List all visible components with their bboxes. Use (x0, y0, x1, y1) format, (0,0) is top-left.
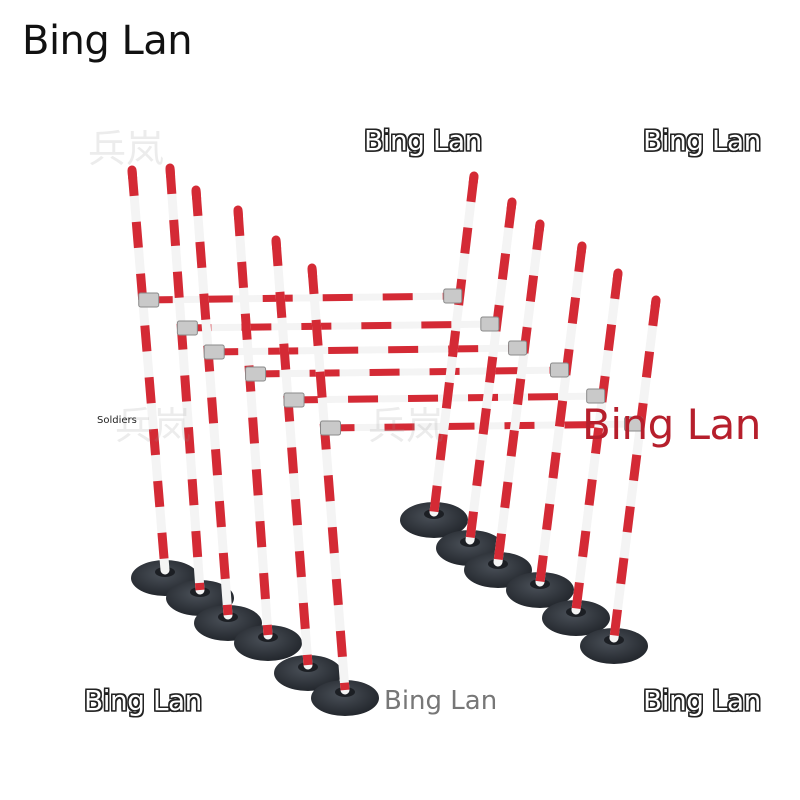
striped-pole (165, 163, 205, 595)
brand-title: Bing Lan (22, 18, 193, 64)
striped-pole (233, 205, 273, 640)
weighted-base (274, 655, 342, 691)
weighted-base (580, 628, 648, 664)
bar-clamp (203, 344, 225, 360)
striped-pole (609, 295, 661, 643)
weighted-base (311, 680, 379, 716)
bar-clamp (508, 340, 528, 356)
crossbar (204, 344, 529, 356)
crossbar (139, 292, 464, 304)
left-pole-1 (127, 165, 199, 596)
striped-pole (271, 235, 313, 670)
striped-pole (493, 219, 545, 567)
bar-clamp (283, 392, 305, 408)
watermark-red-brand: Bing Lan (582, 400, 761, 449)
striped-pole (307, 263, 350, 695)
watermark-bottom-right: Bing Lan (643, 684, 761, 717)
striped-pole (465, 197, 517, 545)
right-pole-6 (580, 295, 661, 664)
watermark-chinese: 兵岚 (115, 404, 192, 448)
striped-pole (535, 241, 587, 587)
bar-clamp (138, 292, 160, 308)
striped-pole (127, 165, 170, 575)
weighted-base (542, 600, 610, 636)
crossbar (246, 366, 570, 378)
bar-clamp (624, 416, 644, 432)
right-pole-5 (542, 268, 623, 636)
watermark-top-center: Bing Lan (364, 124, 482, 157)
watermark-chinese: 兵岚 (88, 127, 165, 171)
right-pole-4 (506, 241, 587, 608)
watermark-chinese: 兵岚 (368, 404, 445, 448)
watermark-small-label: Soldiers (97, 415, 137, 426)
weighted-base (506, 572, 574, 608)
left-pole-5 (271, 235, 342, 691)
bar-clamp (480, 316, 500, 332)
bar-clamp (550, 362, 569, 378)
left-pole-4 (233, 205, 302, 661)
watermark-bottom-center: Bing Lan (384, 686, 498, 716)
bar-clamp (320, 420, 342, 436)
striped-pole (571, 268, 623, 615)
right-pole-1 (400, 171, 479, 538)
striped-pole (191, 185, 233, 620)
striped-pole (429, 171, 479, 517)
crossbar (177, 320, 501, 332)
left-pole-6 (307, 263, 379, 716)
weighted-base (234, 625, 302, 661)
bar-clamp (586, 388, 606, 404)
weighted-base (400, 502, 468, 538)
watermark-top-right: Bing Lan (643, 124, 761, 157)
watermark-bottom-left: Bing Lan (84, 684, 202, 717)
bar-clamp (245, 366, 267, 382)
bar-clamp (176, 320, 198, 336)
bar-clamp (443, 288, 463, 304)
